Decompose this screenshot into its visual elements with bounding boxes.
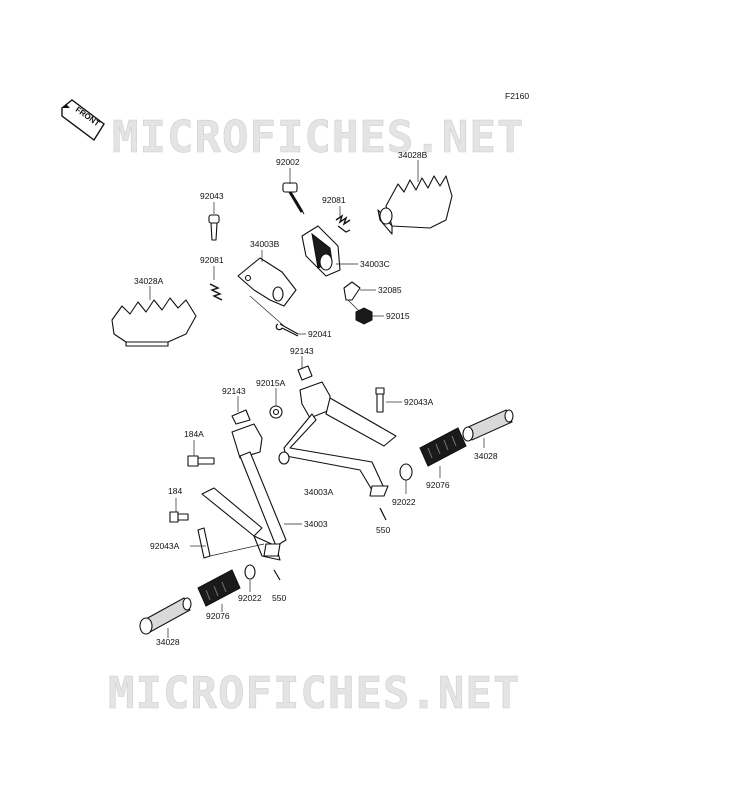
part-32085 — [343, 281, 361, 313]
label-92015A: 92015A — [256, 378, 286, 388]
label-550-left: 550 — [272, 593, 286, 603]
bracket-34003C — [301, 225, 341, 277]
diagram-code: F2160 — [505, 91, 529, 101]
label-92076-right: 92076 — [426, 480, 450, 490]
stand-34003A — [278, 381, 397, 497]
label-92081-left: 92081 — [200, 255, 224, 265]
label-92022-left: 92022 — [238, 593, 262, 603]
label-34028-right: 34028 — [474, 451, 498, 461]
label-32085: 32085 — [378, 285, 402, 295]
label-34028A: 34028A — [134, 276, 164, 286]
cotter-550-right — [379, 507, 387, 521]
label-92076-left: 92076 — [206, 611, 230, 621]
watermark-bottom: MICROFICHES.NET — [108, 668, 520, 719]
pin-92043 — [208, 214, 220, 241]
pin-92043A-left — [197, 527, 211, 559]
washer-92022-right — [399, 463, 413, 481]
label-92041: 92041 — [308, 329, 332, 339]
label-92022-right: 92022 — [392, 497, 416, 507]
bracket-34003B — [237, 257, 297, 307]
footpeg-34028A — [111, 297, 197, 347]
clip-92143-mid — [231, 409, 251, 425]
label-34003A: 34003A — [304, 487, 334, 497]
label-184: 184 — [168, 486, 182, 496]
grip-92076-left — [197, 569, 241, 607]
peg-34028-right — [462, 409, 514, 442]
label-34003C: 34003C — [360, 259, 390, 269]
pin-92041 — [275, 323, 299, 337]
label-92043A-left: 92043A — [150, 541, 180, 551]
label-92043A-right: 92043A — [404, 397, 434, 407]
nut-92015 — [355, 307, 373, 325]
label-92043: 92043 — [200, 191, 224, 201]
bolt-184 — [169, 511, 189, 523]
washer-92015A — [269, 405, 283, 419]
label-34028B: 34028B — [398, 150, 428, 160]
label-34003B: 34003B — [250, 239, 280, 249]
peg-34028-left — [139, 597, 192, 635]
label-34003: 34003 — [304, 519, 328, 529]
washer-92022-left — [244, 564, 256, 580]
label-92015: 92015 — [386, 311, 410, 321]
bolt-184A — [187, 455, 215, 467]
label-92081-top: 92081 — [322, 195, 346, 205]
watermark-top: MICROFICHES.NET — [112, 112, 524, 163]
label-34028-left: 34028 — [156, 637, 180, 647]
clip-92143-top — [297, 365, 313, 381]
label-92002: 92002 — [276, 157, 300, 167]
stand-34003 — [201, 423, 287, 561]
label-92143-top: 92143 — [290, 346, 314, 356]
front-arrow-icon: FRONT — [61, 99, 105, 142]
bolt-92002 — [282, 182, 305, 215]
spring-92081-left — [209, 283, 223, 301]
footpeg-34028B — [377, 175, 453, 235]
cotter-550-left — [273, 569, 281, 581]
pin-92043A-right — [375, 387, 385, 413]
spring-92081-top — [335, 214, 351, 233]
label-92143-mid: 92143 — [222, 386, 246, 396]
label-184A: 184A — [184, 429, 204, 439]
grip-92076-right — [419, 427, 467, 467]
label-550-right: 550 — [376, 525, 390, 535]
